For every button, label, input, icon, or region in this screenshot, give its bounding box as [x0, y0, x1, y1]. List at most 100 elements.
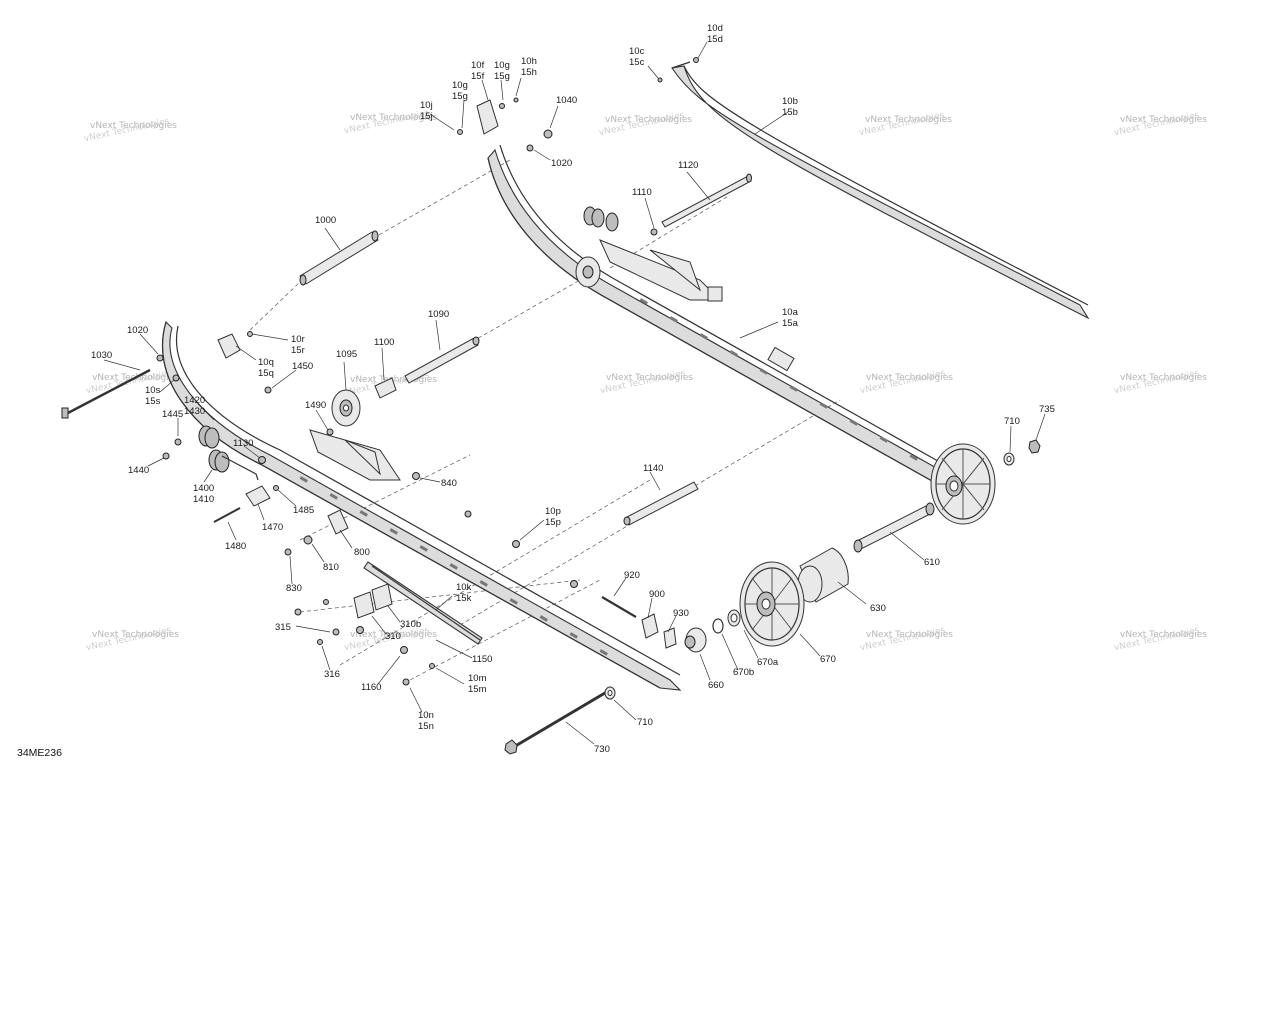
assembly-line	[249, 281, 301, 331]
shaft-1140	[623, 481, 699, 526]
rail-left	[161, 320, 682, 691]
fasteners	[156, 57, 699, 686]
callout-1030: 1030	[91, 350, 112, 361]
callout-710-right: 710	[1004, 416, 1020, 427]
callout-670b: 670b	[733, 667, 754, 678]
watermark: vNext Technologies vNext Technologies	[1113, 368, 1207, 396]
shaft-1090	[404, 336, 480, 384]
block-10q	[217, 333, 241, 359]
watermark: vNext Technologies vNext Technologies	[85, 625, 179, 653]
watermark-text: vNext Technologies	[866, 630, 953, 640]
callout-660: 660	[708, 680, 724, 691]
watermark: vNext Technologies vNext Technologies	[1113, 625, 1207, 653]
wheel-670	[739, 561, 805, 647]
watermark: vNext Technologies vNext Technologies	[859, 368, 953, 396]
leader-lines	[103, 41, 1046, 745]
callout-316: 316	[324, 669, 340, 680]
assembly-line	[299, 579, 581, 613]
shaft-1000	[299, 230, 379, 286]
watermark-text: vNext Technologies	[866, 373, 953, 383]
callout-1120: 1120	[678, 160, 698, 171]
callout-1020-top: 1020	[551, 158, 572, 169]
callout-1445: 1445	[162, 409, 183, 420]
assembly-line	[299, 159, 511, 281]
bracket-930	[663, 627, 677, 649]
watermark-text: vNext Technologies	[865, 115, 952, 125]
callout-1160: 1160	[361, 682, 381, 693]
rear-wheel-right	[930, 443, 996, 525]
watermark-text: vNext Technologies	[90, 121, 177, 131]
callout-310: 310	[385, 631, 401, 642]
bolt-730	[504, 688, 611, 755]
callout-800: 800	[354, 547, 370, 558]
callout-1150: 1150	[472, 654, 492, 665]
assembly-line	[299, 454, 471, 541]
bolt-1480	[213, 507, 241, 523]
watermark: vNext Technologies vNext Technologies	[85, 368, 179, 396]
watermark-text: vNext Technologies	[1120, 115, 1207, 125]
rail-slots	[639, 298, 918, 461]
springs-left	[198, 425, 259, 481]
callout-810: 810	[323, 562, 339, 573]
rail-right	[487, 144, 950, 492]
callout-730: 730	[594, 744, 610, 755]
ring-670a	[712, 618, 724, 634]
block-310	[353, 591, 375, 619]
callout-1140: 1140	[643, 463, 663, 474]
callout-900: 900	[649, 589, 665, 600]
callout-930: 930	[673, 608, 689, 619]
nut-735	[1028, 439, 1041, 454]
watermark-text: vNext Technologies	[350, 113, 437, 123]
shaft-1120	[661, 173, 752, 228]
callout-1020-left: 1020	[127, 325, 148, 336]
callout-1100: 1100	[374, 337, 394, 348]
callout-1095: 1095	[336, 349, 357, 360]
idler-wheel-1095	[331, 389, 361, 427]
watermark-text: vNext Technologies	[350, 630, 437, 640]
rail-slots	[299, 476, 608, 656]
watermark-text: vNext Technologies	[1120, 630, 1207, 640]
callout-830: 830	[286, 583, 302, 594]
watermark: vNext Technologies vNext Technologies	[1113, 110, 1207, 138]
watermark: vNext Technologies vNext Technologies	[859, 625, 953, 653]
callout-1000: 1000	[315, 215, 336, 226]
callout-735: 735	[1039, 404, 1055, 415]
spacer-630	[797, 547, 849, 603]
callout-1470: 1470	[262, 522, 283, 533]
callout-710-bottom: 710	[637, 717, 653, 728]
callout-1110: 1110	[632, 187, 652, 198]
callout-670a: 670a	[757, 657, 779, 668]
callout-840: 840	[441, 478, 457, 489]
callout-1480: 1480	[225, 541, 246, 552]
hub-660	[684, 627, 707, 653]
watermark: vNext Technologies vNext Technologies	[599, 368, 693, 396]
callout-1450: 1450	[292, 361, 313, 372]
bracket-900	[641, 613, 659, 639]
callout-610: 610	[924, 557, 940, 568]
idler-wheel-right	[575, 256, 601, 288]
callout-1440: 1440	[128, 465, 149, 476]
blocks	[217, 99, 677, 649]
clip-1470	[245, 485, 271, 507]
watermark-text: vNext Technologies	[606, 373, 693, 383]
rail-slider-right	[671, 61, 1090, 320]
watermark: vNext Technologies vNext Technologies	[858, 110, 952, 138]
block-10f	[476, 99, 499, 135]
watermark-text: vNext Technologies	[605, 115, 692, 125]
callout-310b: 310b	[400, 619, 421, 630]
callout-1490: 1490	[305, 400, 326, 411]
watermark: vNext Technologies vNext Technologies	[83, 116, 177, 144]
